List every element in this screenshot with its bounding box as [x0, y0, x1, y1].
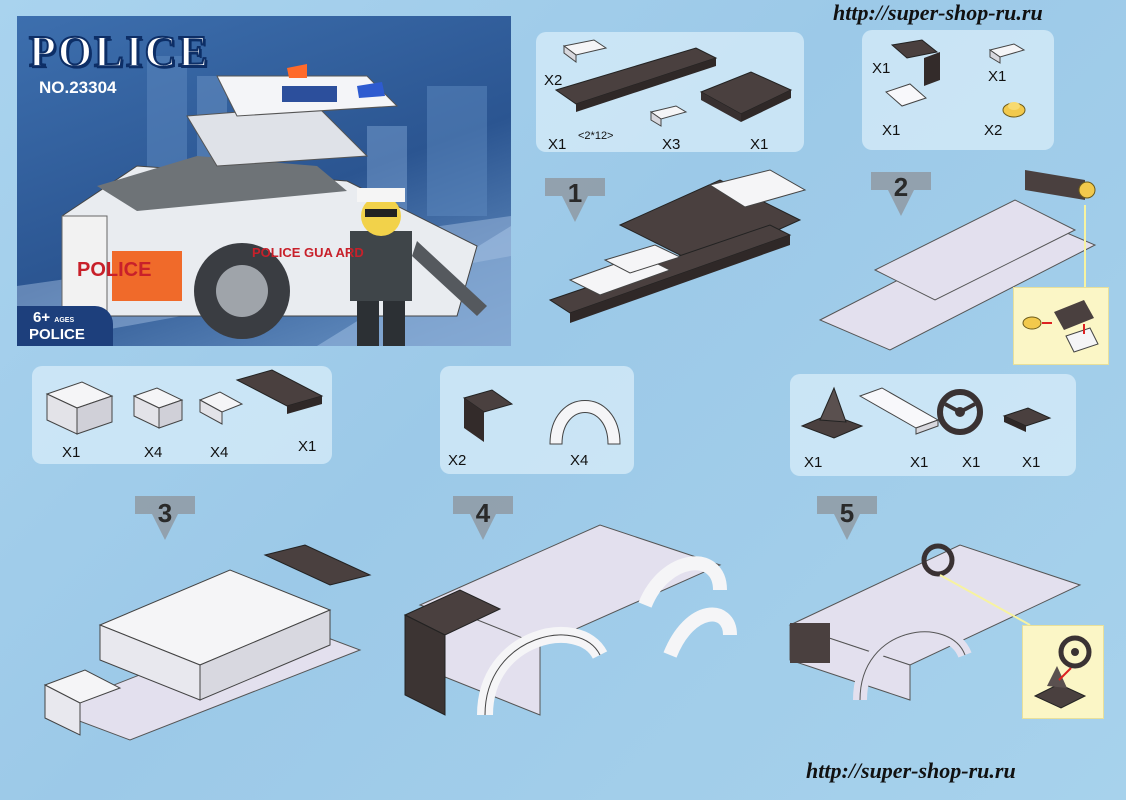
brick-2x2-white-icon	[45, 381, 114, 435]
part-qty: X1	[62, 444, 81, 461]
model-number: NO.23304	[39, 78, 117, 97]
parts-panel-2-art	[885, 39, 1026, 118]
tile-1x4-white-icon	[858, 387, 940, 435]
step-3-number: 3	[157, 498, 173, 528]
parts-panel-step-1: X2 X1 <2*12> X3 X1	[536, 32, 804, 153]
step-3-arrow-icon	[135, 496, 195, 540]
brick-1x2-white-icon	[132, 387, 184, 429]
step-5-number: 5	[839, 498, 855, 528]
step-5-arrow-icon	[817, 496, 877, 540]
part-qty: X1	[882, 122, 901, 139]
step-5-assembly-illustration	[788, 543, 1082, 701]
step-2-detail-art	[1022, 300, 1099, 353]
wheel-arch-white-icon	[549, 400, 621, 445]
step-4-assembly-illustration	[403, 524, 737, 716]
plate-4x4-dark-icon	[699, 71, 793, 122]
part-qty: X2	[448, 452, 467, 469]
plate-1x2-white-icon	[649, 105, 688, 127]
parts-panel-1-art	[554, 39, 793, 127]
age-small-label: AGES	[54, 317, 75, 324]
part-qty: X2	[544, 72, 563, 89]
parts-panel-step-2: X1 X1 X1 X2	[862, 30, 1054, 150]
age-value: 6+	[33, 309, 51, 326]
part-qty: X1	[988, 68, 1007, 85]
parts-panel-3-art	[45, 369, 324, 435]
round-plate-yellow-icon	[1002, 102, 1026, 118]
badge-label: POLICE	[29, 326, 85, 343]
part-qty: X3	[662, 136, 681, 153]
steering-base-dark-icon	[800, 386, 864, 439]
step-2-arrow-icon	[871, 172, 931, 216]
bracket-dark-icon	[890, 39, 940, 86]
watermark-url-top[interactable]: http://super-shop-ru.ru	[833, 0, 1043, 25]
age-rating: 6+ AGES	[33, 309, 74, 326]
parts-panel-4-art	[462, 389, 621, 445]
part-qty: X1	[548, 136, 567, 153]
step-5-detail-callout	[1022, 625, 1104, 719]
step-2-number: 2	[893, 172, 909, 202]
step-3-assembly-illustration	[43, 544, 372, 741]
steering-wheel-dark-icon	[937, 389, 983, 435]
bracket-dark-icon	[462, 389, 514, 442]
parts-panel-step-5: X1 X1 X1 X1	[790, 374, 1076, 476]
part-note: <2*12>	[578, 130, 614, 142]
part-qty: X4	[144, 444, 163, 461]
plate-1x2-white-icon	[988, 43, 1026, 64]
step-4-arrow-icon	[453, 496, 513, 540]
step-4-number: 4	[475, 498, 491, 528]
car-front-text: POLICE	[77, 259, 152, 281]
watermark-url-bottom[interactable]: http://super-shop-ru.ru	[806, 758, 1016, 783]
step-1-assembly-illustration	[548, 169, 807, 323]
plate-1x2-with-pins-icon	[562, 39, 608, 63]
part-qty: X1	[872, 60, 891, 77]
step-5-detail-art	[1033, 635, 1092, 709]
part-qty: X1	[1022, 454, 1041, 471]
part-qty: X1	[750, 136, 769, 153]
part-qty: X1	[804, 454, 823, 471]
plate-2x12-dark-icon	[554, 47, 718, 112]
part-qty: X1	[910, 454, 929, 471]
parts-panel-5-art	[800, 386, 1052, 439]
part-qty: X4	[210, 444, 229, 461]
parts-panel-step-3: X1 X4 X4 X1	[32, 366, 332, 464]
step-1-number: 1	[567, 178, 583, 208]
plate-1x4-dark-icon	[235, 369, 324, 414]
step-2-assembly-illustration	[818, 170, 1097, 351]
parts-panel-step-4: X2 X4	[440, 366, 634, 474]
part-qty: X2	[984, 122, 1003, 139]
box-cover: POLICE GUA ARD POLICE POLICE NO.23304 6+…	[17, 16, 511, 346]
car-side-text: POLICE GUA ARD	[252, 245, 364, 260]
part-qty: X1	[298, 438, 317, 455]
part-qty: X4	[570, 452, 589, 469]
step-2-detail-callout	[1013, 287, 1109, 365]
police-car-illustration	[61, 64, 487, 346]
part-qty: X1	[962, 454, 981, 471]
brand-logo: POLICE	[28, 26, 210, 77]
age-badge	[17, 306, 113, 346]
slope-1x2-white-icon	[198, 391, 244, 425]
plate-1x2-dark-icon	[1002, 407, 1052, 432]
tile-1x2-white-icon	[885, 83, 927, 107]
step-1-arrow-icon	[545, 178, 605, 222]
